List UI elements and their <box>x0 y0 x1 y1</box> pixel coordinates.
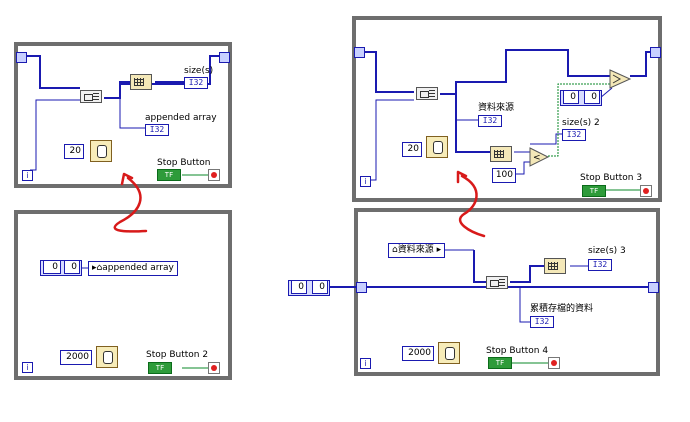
p3-shift-register-left[interactable] <box>354 47 365 58</box>
p2-wait-constant[interactable]: 2000 <box>60 350 92 365</box>
p3-build-array-node[interactable] <box>416 87 438 100</box>
p1-stop-button-terminal[interactable]: TF <box>157 169 181 181</box>
p3-source-label: 資料來源 <box>478 103 515 113</box>
p3-shift-register-right[interactable] <box>650 47 661 58</box>
while-loop-3 <box>352 16 662 202</box>
p2-stop-button-terminal[interactable]: TF <box>148 362 172 374</box>
p2-property-arrow-icon: ▸⌂ <box>92 263 103 273</box>
p1-loop-condition-icon[interactable] <box>208 169 220 181</box>
while-loop-2 <box>14 210 232 380</box>
p3-array-index[interactable]: 0 <box>563 90 579 104</box>
p2-wait-timer-icon[interactable] <box>96 346 118 368</box>
p4-wait-timer-icon[interactable] <box>438 342 460 364</box>
p3-wait-constant[interactable]: 20 <box>402 142 422 157</box>
p3-loop-condition-icon[interactable] <box>640 185 652 197</box>
p1-size-label: size(s) <box>184 66 214 76</box>
p2-property-node[interactable]: ▸⌂appended array <box>88 261 178 276</box>
p1-wait-constant[interactable]: 20 <box>64 144 84 159</box>
p3-wait-timer-icon[interactable] <box>426 136 448 158</box>
svg-text:<: < <box>533 153 541 163</box>
wire-p3-bool <box>548 83 612 157</box>
p4-external-index[interactable]: 0 <box>291 280 307 294</box>
p3-source-indicator[interactable]: I32 <box>478 115 502 127</box>
p2-loop-condition-icon[interactable] <box>208 362 220 374</box>
p1-appended-indicator[interactable]: I32 <box>145 124 169 136</box>
p3-select-node-icon[interactable] <box>608 68 632 90</box>
p2-iteration-terminal: i <box>22 362 33 373</box>
p1-wait-timer-icon[interactable] <box>90 140 112 162</box>
p4-property-arrow-icon: ⌂ <box>392 245 398 255</box>
p3-array-value[interactable]: 0 <box>584 90 600 104</box>
p1-stop-label: Stop Button <box>157 158 211 168</box>
p4-accum-label: 累積存檔的資料 <box>530 304 594 314</box>
p2-stop-label: Stop Button 2 <box>146 350 209 360</box>
p2-property-label: appended array <box>102 263 174 273</box>
p4-wait-constant[interactable]: 2000 <box>402 346 434 361</box>
p2-array-value[interactable]: 0 <box>64 260 80 274</box>
p3-iteration-terminal: i <box>360 176 371 187</box>
wire-p1-shift-in <box>22 55 80 89</box>
p3-size-label: size(s) 2 <box>562 118 600 128</box>
p4-stop-label: Stop Button 4 <box>486 346 549 356</box>
p4-iteration-terminal: i <box>360 358 371 369</box>
red-arrow-right <box>458 174 486 238</box>
p4-accum-indicator[interactable]: I32 <box>530 316 554 328</box>
while-loop-1 <box>14 42 232 188</box>
p3-less-than-icon[interactable]: < <box>528 146 550 168</box>
wire-p3-shift <box>358 51 414 93</box>
p1-shift-register-right[interactable] <box>219 52 230 63</box>
p4-tunnel-right[interactable] <box>648 282 659 293</box>
wire-p3-iter <box>368 99 414 181</box>
p3-stop-button-terminal[interactable]: TF <box>582 185 606 197</box>
p2-array-index[interactable]: 0 <box>43 260 61 274</box>
p4-array-size-node[interactable] <box>544 258 566 274</box>
p3-size-indicator[interactable]: I32 <box>562 129 586 141</box>
p4-stop-button-terminal[interactable]: TF <box>488 357 512 369</box>
p4-property-label: 資料來源 <box>397 245 434 255</box>
p4-build-array-node[interactable] <box>486 276 508 289</box>
p3-hundred-constant[interactable]: 100 <box>492 168 516 183</box>
p1-shift-register-left[interactable] <box>16 52 27 63</box>
p1-array-size-node[interactable] <box>130 74 152 90</box>
p1-build-array-node[interactable] <box>80 90 102 103</box>
p4-external-value[interactable]: 0 <box>312 280 328 294</box>
p3-stop-label: Stop Button 3 <box>580 173 643 183</box>
wire-p1-iter <box>30 99 80 171</box>
p4-size-label: size(s) 3 <box>588 246 626 256</box>
wire-p1-shift-out <box>119 55 220 98</box>
p3-array-size-node[interactable] <box>490 146 512 162</box>
red-arrow-left <box>113 176 148 233</box>
p1-iteration-terminal: i <box>22 170 33 181</box>
p4-loop-condition-icon[interactable] <box>548 357 560 369</box>
p1-appended-label: appended array <box>145 113 217 123</box>
p1-size-indicator[interactable]: I32 <box>184 77 208 89</box>
p4-property-out-icon: ▸ <box>433 245 442 255</box>
p4-property-node[interactable]: ⌂資料來源 ▸ <box>388 243 446 258</box>
p4-tunnel-left[interactable] <box>356 282 367 293</box>
p4-size-indicator[interactable]: I32 <box>588 259 612 271</box>
